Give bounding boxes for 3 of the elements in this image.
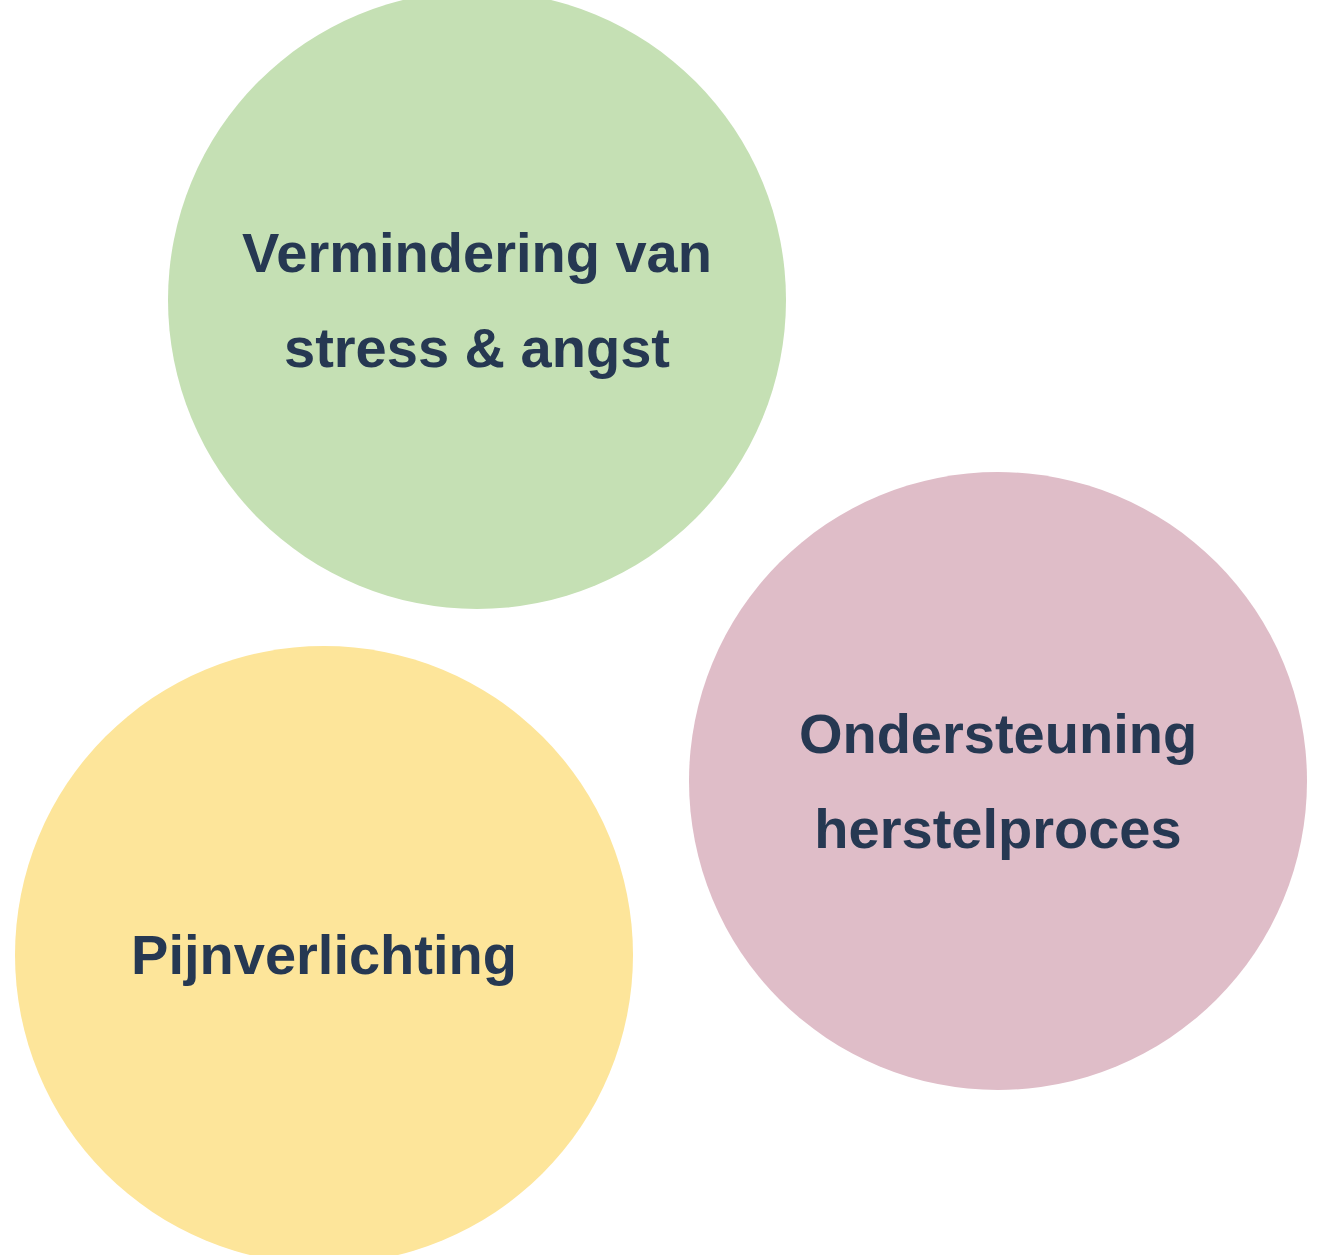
circle-label: Pijnverlichting: [131, 922, 517, 989]
circle-label: Vermindering van stress & angst: [241, 219, 713, 381]
circle-label: Ondersteuning herstelproces: [797, 700, 1199, 862]
